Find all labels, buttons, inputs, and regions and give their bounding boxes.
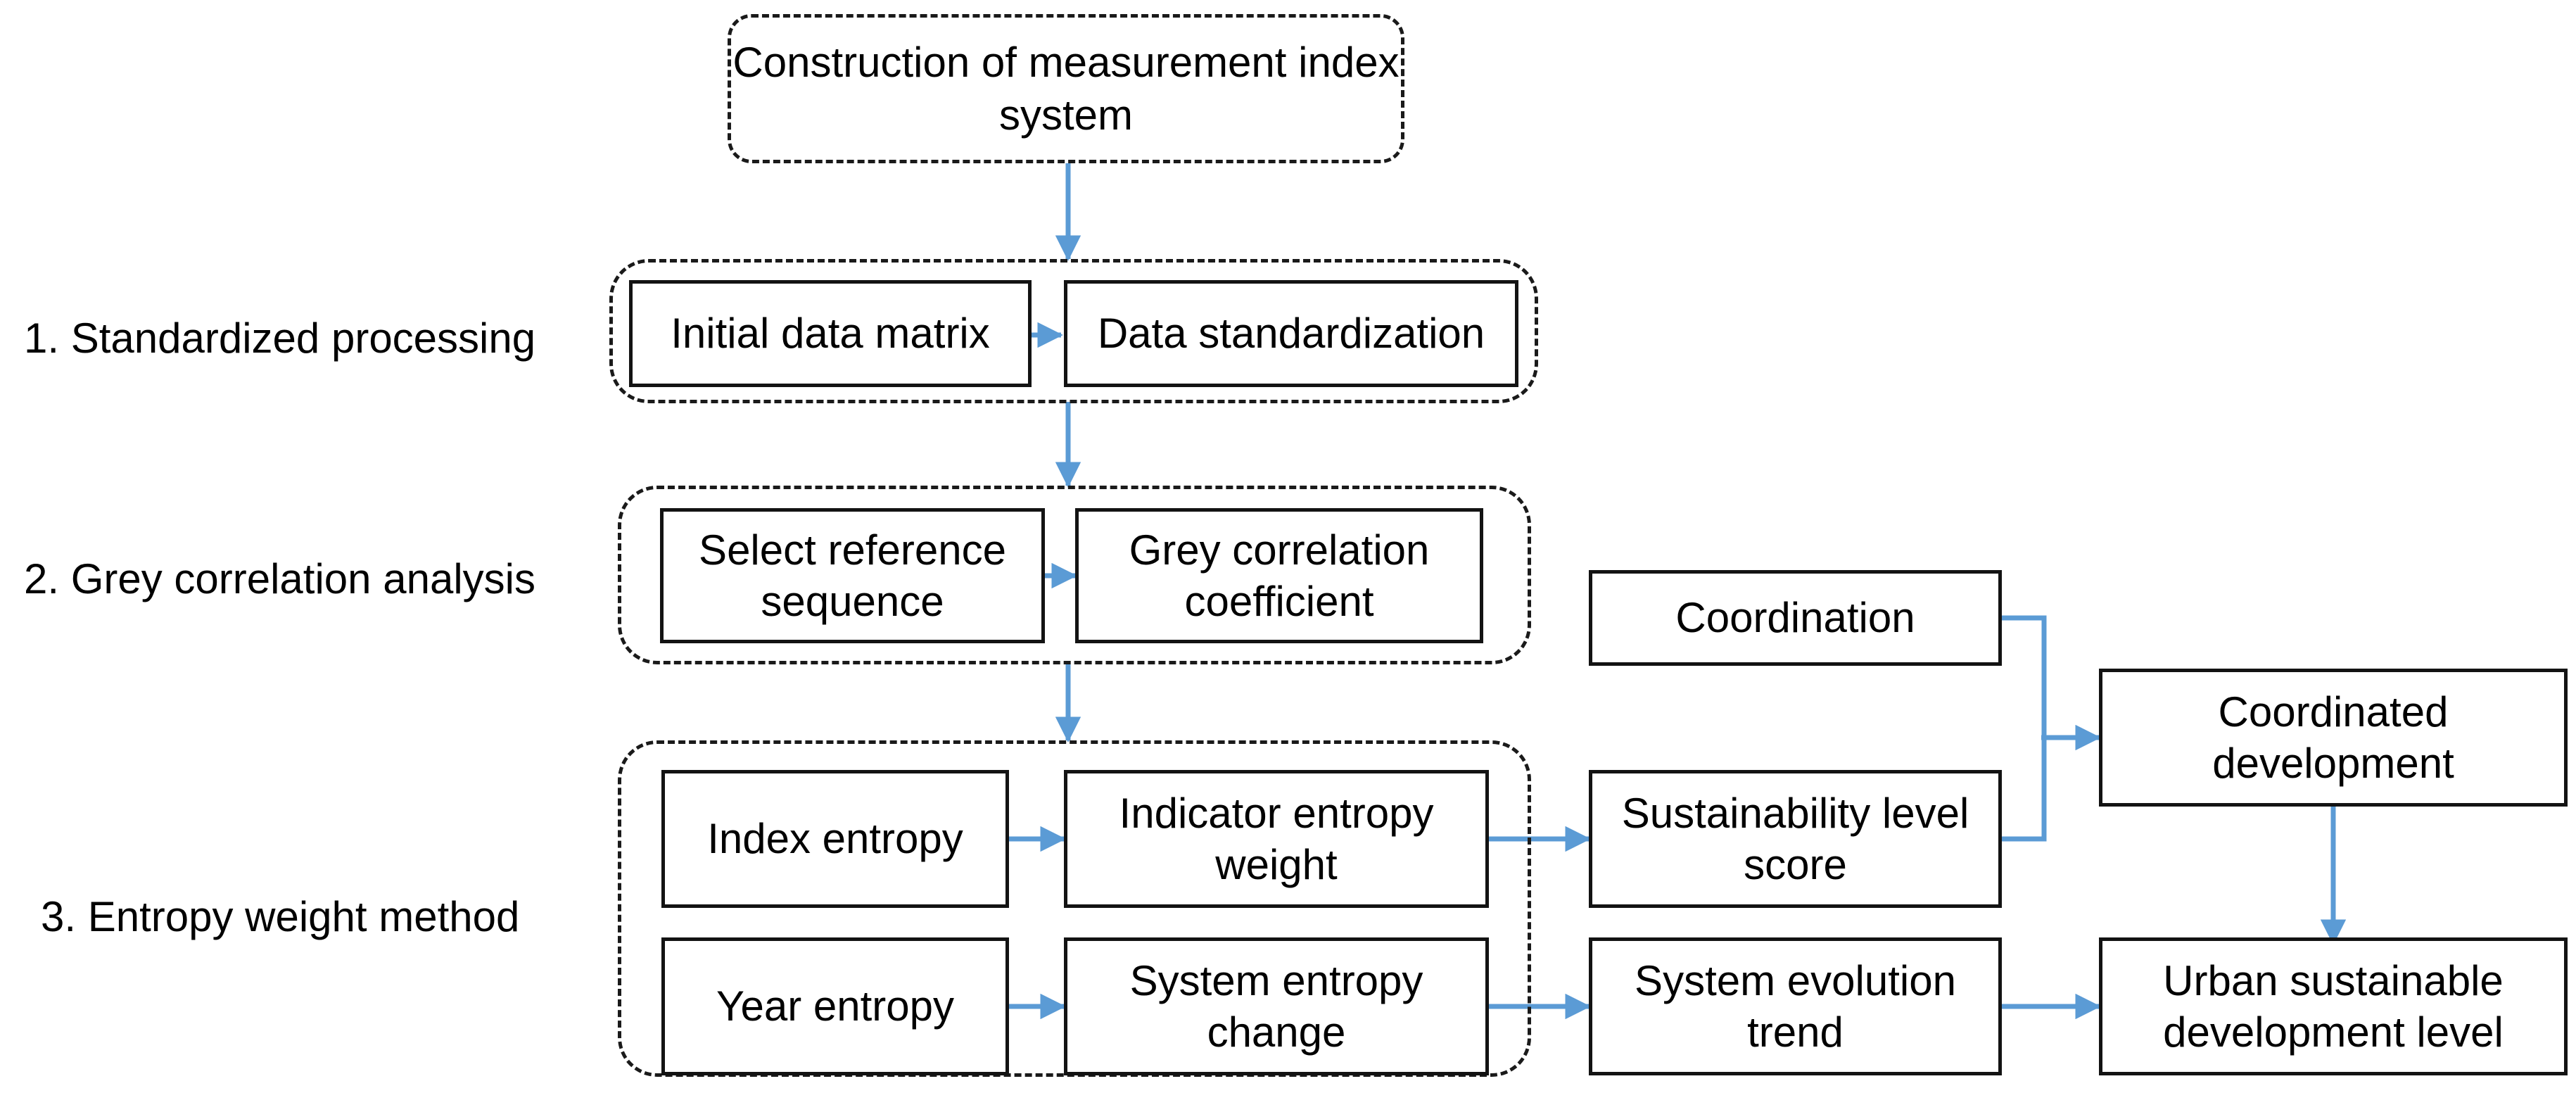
node-year-entropy[interactable]: Year entropy bbox=[661, 937, 1009, 1075]
node-coordination[interactable]: Coordination bbox=[1589, 570, 2002, 666]
stage-label-text: 1. Standardized processing bbox=[24, 315, 536, 362]
node-grey-correlation-coefficient[interactable]: Grey correlation coefficient bbox=[1075, 508, 1483, 643]
node-label: Index entropy bbox=[707, 815, 963, 863]
node-sustainability-level-score[interactable]: Sustainability level score bbox=[1589, 770, 2002, 908]
node-label: Select reference sequence bbox=[699, 526, 1006, 625]
node-label: Sustainability level score bbox=[1621, 789, 1969, 888]
node-indicator-entropy-weight[interactable]: Indicator entropy weight bbox=[1064, 770, 1489, 908]
node-index-entropy[interactable]: Index entropy bbox=[661, 770, 1009, 908]
node-coordinated-development[interactable]: Coordinated development bbox=[2099, 669, 2568, 807]
node-label: Data standardization bbox=[1097, 310, 1485, 358]
node-data-standardization[interactable]: Data standardization bbox=[1064, 280, 1518, 387]
node-label: System entropy change bbox=[1129, 956, 1423, 1056]
node-label: Urban sustainable development level bbox=[2163, 956, 2504, 1056]
node-label: Coordinated development bbox=[2212, 688, 2454, 787]
connector-coordination-to-coordinated-development bbox=[2002, 615, 2047, 738]
node-urban-sustainable-development-level[interactable]: Urban sustainable development level bbox=[2099, 937, 2568, 1075]
node-label: Indicator entropy weight bbox=[1119, 789, 1434, 888]
node-label: Construction of measurement index system bbox=[732, 39, 1400, 139]
stage-label-entropy-weight-method: 3. Entropy weight method bbox=[41, 892, 519, 942]
node-construction-of-measurement-index-system[interactable]: Construction of measurement index system bbox=[728, 14, 1404, 163]
node-label: Coordination bbox=[1675, 594, 1915, 642]
stage-label-text: 3. Entropy weight method bbox=[41, 893, 520, 940]
node-initial-data-matrix[interactable]: Initial data matrix bbox=[629, 280, 1032, 387]
node-system-evolution-trend[interactable]: System evolution trend bbox=[1589, 937, 2002, 1075]
node-label: System evolution trend bbox=[1635, 956, 1956, 1056]
stage-label-standardized-processing: 1. Standardized processing bbox=[24, 314, 535, 364]
stage-label-grey-correlation-analysis: 2. Grey correlation analysis bbox=[24, 555, 535, 605]
node-label: Year entropy bbox=[716, 983, 955, 1030]
stage-label-text: 2. Grey correlation analysis bbox=[24, 555, 535, 602]
node-select-reference-sequence[interactable]: Select reference sequence bbox=[660, 508, 1045, 643]
node-label: Initial data matrix bbox=[671, 310, 990, 358]
connector-sustainability-to-coordinated-development bbox=[2002, 738, 2047, 842]
node-system-entropy-change[interactable]: System entropy change bbox=[1064, 937, 1489, 1075]
node-label: Grey correlation coefficient bbox=[1129, 526, 1430, 625]
